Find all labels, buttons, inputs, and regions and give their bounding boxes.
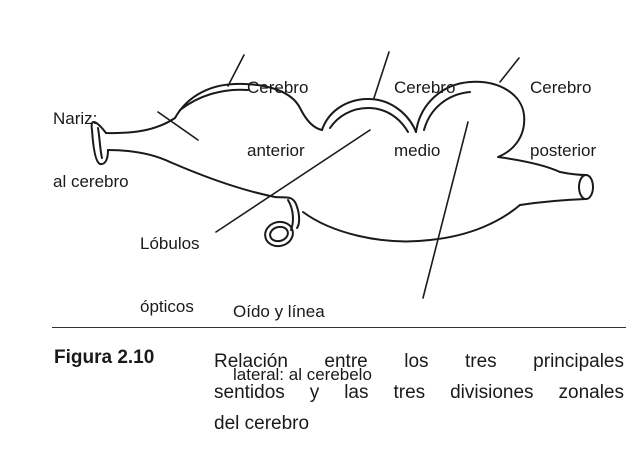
brain-diagram — [90, 51, 594, 299]
ventral-outline-rear — [302, 204, 521, 243]
optic-lobe-inner — [269, 225, 289, 243]
caption-line2: sentidos y las tres divisiones zonales — [214, 382, 624, 403]
optic-stalk — [274, 196, 301, 229]
figure-caption: Relación entre los tres principales sent… — [214, 346, 624, 439]
ventral-outline — [169, 161, 276, 198]
label-nariz-line2: al cerebro — [53, 172, 129, 191]
nose-bulb-inner — [97, 127, 103, 159]
leader-posterior — [499, 57, 520, 83]
leader-anterior — [227, 54, 245, 87]
label-anterior-line1: Cerebro — [247, 78, 309, 97]
olfactory-stalk-lower — [107, 149, 171, 163]
spinal-cord-lower — [519, 198, 587, 206]
label-oido-linea-lateral: Oído y línea lateral: al cerebelo — [233, 259, 372, 427]
nose-bulb — [90, 121, 109, 166]
leader-medio — [373, 51, 390, 99]
hindbrain-inner — [423, 91, 471, 131]
leader-lobulos — [215, 129, 371, 233]
label-cerebro-posterior: Cerebro posterior — [530, 35, 596, 203]
label-lobulos-opticos: Lóbulos ópticos — [140, 191, 200, 359]
label-nariz-line1: Nariz: — [53, 109, 98, 128]
forebrain-ridge — [179, 88, 249, 111]
label-posterior-line1: Cerebro — [530, 78, 592, 97]
figure-number: Figura 2.10 — [54, 347, 155, 368]
spinal-cord-end — [578, 174, 594, 200]
midbrain-inner — [329, 107, 409, 133]
label-medio-line1: Cerebro — [394, 78, 456, 97]
caption-divider — [52, 327, 626, 328]
label-nariz: Nariz: al cerebro — [53, 66, 129, 234]
label-anterior-line2: anterior — [247, 141, 305, 160]
caption-line3: del cerebro — [214, 413, 310, 434]
optic-lobe — [264, 220, 294, 248]
leader-oido — [422, 121, 469, 299]
label-oido-line1: Oído y línea — [233, 302, 325, 321]
label-lobulos-line1: Lóbulos — [140, 234, 200, 253]
label-posterior-line2: posterior — [530, 141, 597, 160]
leader-nariz — [157, 111, 199, 141]
label-lobulos-line2: ópticos — [140, 297, 194, 316]
hindbrain-outline — [415, 80, 561, 173]
label-cerebro-anterior: Cerebro anterior — [247, 35, 308, 203]
label-cerebro-medio: Cerebro medio — [394, 35, 455, 203]
caption-line1: Relación entre los tres principales — [214, 351, 624, 372]
midbrain-outline — [321, 97, 417, 133]
label-oido-line2: lateral: al cerebelo — [233, 365, 372, 384]
forebrain-outline — [174, 82, 323, 131]
label-medio-line2: medio — [394, 141, 441, 160]
